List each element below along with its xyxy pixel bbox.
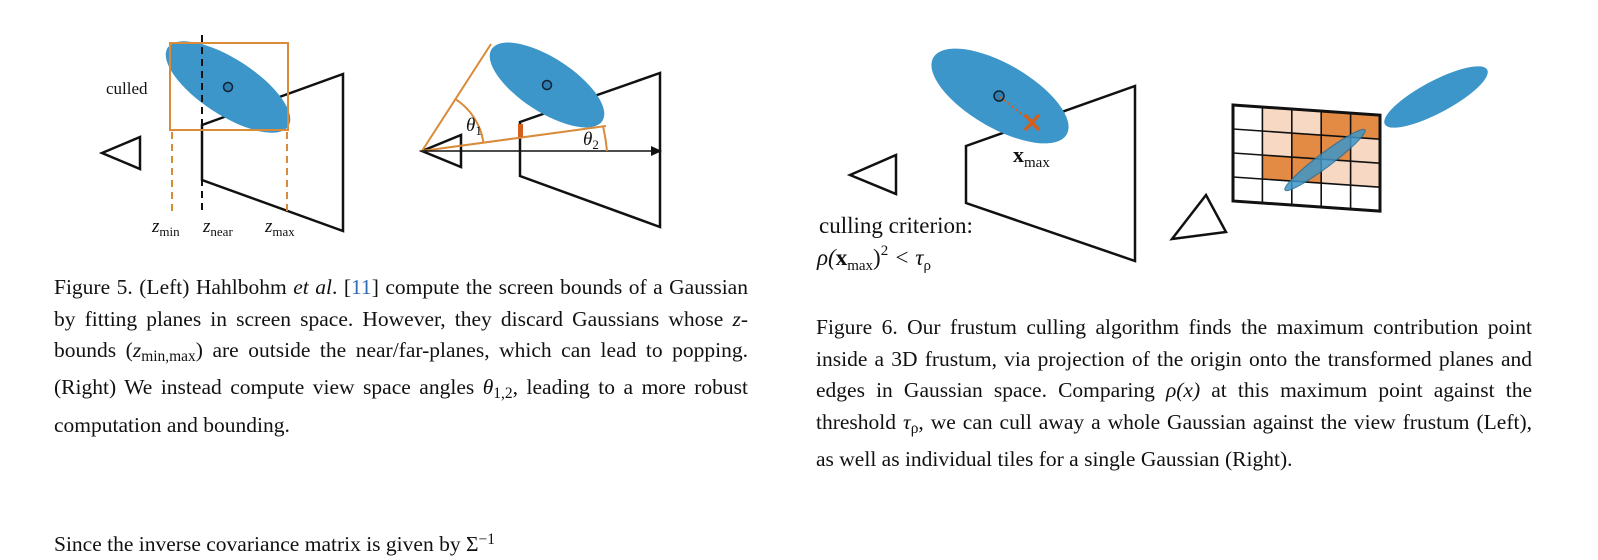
fig5-right-theta1-arc <box>454 98 485 143</box>
tile <box>1350 161 1380 188</box>
fig6-tile-gaussian <box>1284 128 1366 192</box>
fig6-xmax-label: xmax <box>1013 142 1050 171</box>
fig5-left-gaussian-center <box>222 81 234 93</box>
fig6-left-projection-line <box>999 96 1032 122</box>
fig5-zmax-label: zmax <box>264 216 295 239</box>
fig6-left-diagram: xmax culling criterion: ρ(xmax)2 < τρ <box>816 48 1137 274</box>
tile <box>1291 133 1322 160</box>
body-text-partial-line: Since the inverse covariance matrix is g… <box>54 531 495 556</box>
figure-canvas: culled zmin znear zmax θ1 θ2 <box>98 35 1488 274</box>
tile <box>1262 131 1292 158</box>
fig6-tile-grid <box>1231 103 1382 213</box>
fig5-culled-label: culled <box>106 79 148 98</box>
figure6-caption: Figure 6. Our frustum culling algorithm … <box>816 315 1532 471</box>
fig5-right-axis-arrowhead <box>651 146 662 156</box>
figure5-caption-etal: et al <box>293 275 332 299</box>
fig6-floating-gaussian <box>1384 66 1488 128</box>
fig5-right-near-marker <box>518 124 523 137</box>
fig5-left-diagram: culled zmin znear zmax <box>98 35 345 239</box>
fig5-right-tangent-upper <box>421 43 492 152</box>
fig6-left-camera <box>846 153 898 196</box>
fig6-left-gaussian-center <box>993 90 1005 102</box>
figure6-caption-label: Figure 6. <box>816 315 898 339</box>
fig5-right-theta2-arc <box>602 125 608 152</box>
fig5-right-tangent-lower <box>421 125 607 152</box>
figure5-caption-label: Figure 5. <box>54 275 133 299</box>
fig5-left-bounding-box <box>169 42 289 131</box>
fig5-znear-label: znear <box>202 216 233 239</box>
citation-link-11[interactable]: 11 <box>350 275 372 299</box>
fig6-left-frustum <box>964 84 1137 263</box>
fig6-criterion-line1: culling criterion: <box>819 213 973 238</box>
tile <box>1291 109 1322 136</box>
tile <box>1262 155 1292 182</box>
figure5-caption: Figure 5. (Left) Hahlbohm et al. [11] co… <box>54 275 749 437</box>
fig5-right-gaussian-center <box>541 79 553 91</box>
fig5-zmin-label: zmin <box>151 216 180 239</box>
fig5-right-frustum <box>518 71 662 229</box>
tile <box>1262 107 1292 134</box>
fig5-theta2-label: θ2 <box>583 129 599 152</box>
fig5-theta1-label: θ1 <box>466 115 482 138</box>
fig6-left-xmax-marker <box>1024 114 1040 131</box>
fig5-left-camera <box>98 135 142 171</box>
tile <box>1350 137 1380 164</box>
fig5-right-diagram: θ1 θ2 <box>418 42 662 229</box>
fig6-criterion-line2: ρ(xmax)2 < τρ <box>816 243 931 274</box>
fig6-right-diagram <box>1169 66 1488 241</box>
fig6-right-camera <box>1169 192 1228 241</box>
tile <box>1321 111 1351 138</box>
